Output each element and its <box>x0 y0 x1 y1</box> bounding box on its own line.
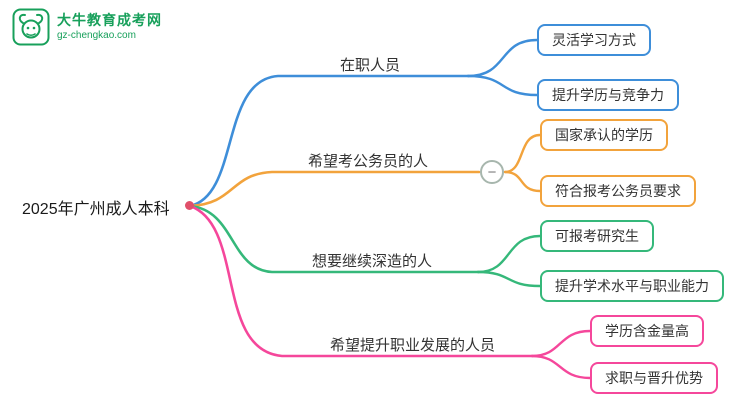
leaf-job-promotion[interactable]: 求职与晋升优势 <box>590 362 718 394</box>
leaf-meets-requirements[interactable]: 符合报考公务员要求 <box>540 175 696 207</box>
leaf-flexible-study[interactable]: 灵活学习方式 <box>537 24 651 56</box>
link-degree-value <box>530 329 592 358</box>
link-job-promotion <box>530 354 592 380</box>
branch-label-civil-service[interactable]: 希望考公务员的人 <box>308 153 429 170</box>
root-anchor-dot <box>185 201 194 210</box>
leaf-academic-level[interactable]: 提升学术水平与职业能力 <box>540 270 724 302</box>
root-node[interactable]: 2025年广州成人本科 <box>22 201 170 218</box>
site-name: 大牛教育成考网 <box>57 12 162 28</box>
branch-line-office-workers <box>188 74 470 208</box>
link-meets-requirements <box>503 170 542 193</box>
leaf-degree-value[interactable]: 学历含金量高 <box>590 315 704 347</box>
branch-label-career-development[interactable]: 希望提升职业发展的人员 <box>330 337 496 354</box>
site-url: gz-chengkao.com <box>57 29 136 41</box>
link-flexible-study <box>466 38 539 78</box>
logo-text: 大牛教育成考网 gz-chengkao.com <box>57 12 162 42</box>
leaf-postgraduate[interactable]: 可报考研究生 <box>540 220 654 252</box>
collapse-button[interactable]: − <box>480 160 504 184</box>
branch-line-further-study <box>188 204 480 274</box>
site-logo[interactable]: 大牛教育成考网 gz-chengkao.com <box>12 8 162 46</box>
bull-logo-icon <box>12 8 50 46</box>
branch-label-office-workers[interactable]: 在职人员 <box>340 57 401 74</box>
leaf-improve-competitiveness[interactable]: 提升学历与竞争力 <box>537 79 679 111</box>
link-improve-competitiveness <box>466 74 539 97</box>
branch-line-civil-service <box>188 170 481 208</box>
link-postgraduate <box>476 234 542 274</box>
leaf-state-recognized[interactable]: 国家承认的学历 <box>540 119 668 151</box>
branch-label-further-study[interactable]: 想要继续深造的人 <box>312 253 433 270</box>
link-academic-level <box>476 270 542 288</box>
link-state-recognized <box>503 133 542 174</box>
branch-line-career-development <box>188 204 534 358</box>
